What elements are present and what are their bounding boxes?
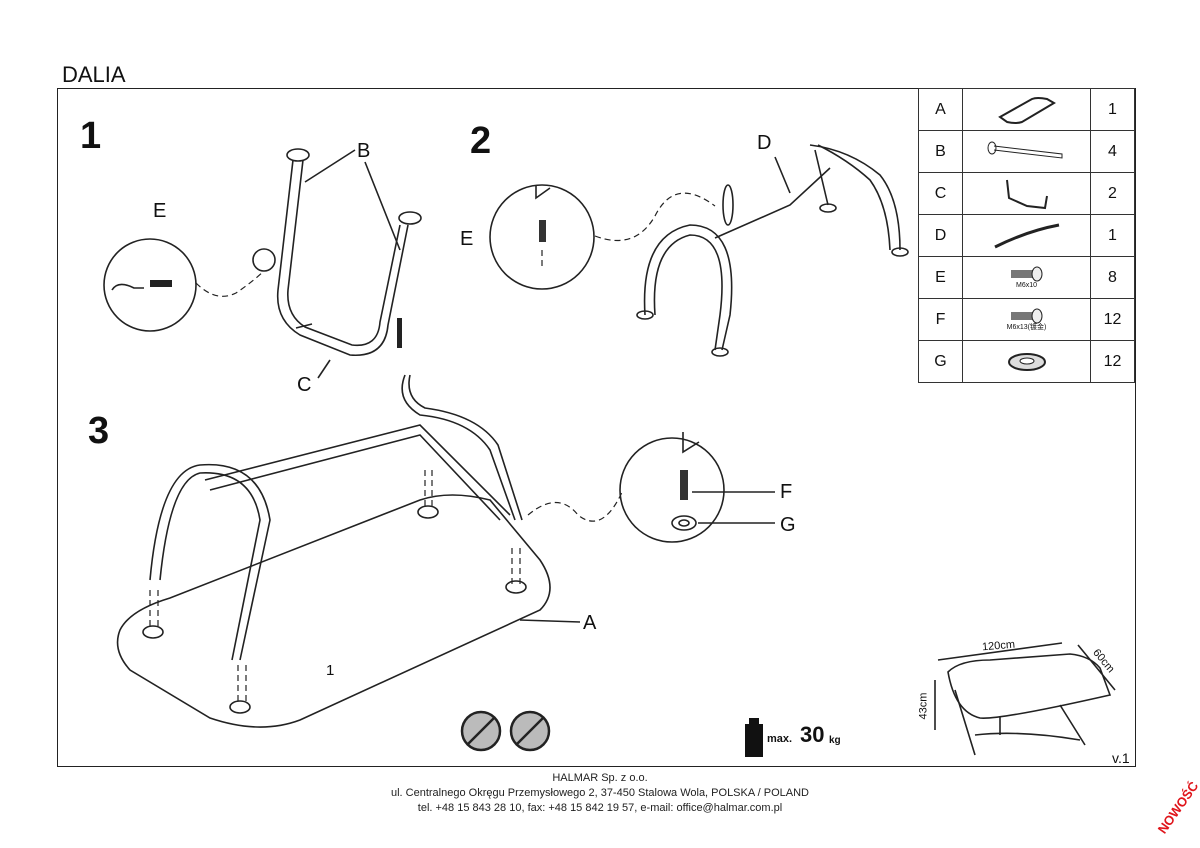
part-caption: M6x10: [1015, 281, 1037, 289]
step2-illustration: [489, 144, 909, 357]
part-quantity: 1: [1090, 88, 1135, 131]
part-quantity: 12: [1090, 298, 1135, 341]
crossbar-icon: [963, 221, 1090, 251]
part-quantity: 8: [1090, 256, 1135, 299]
leg-frame-icon: [963, 176, 1090, 212]
weight-icon: [745, 724, 763, 757]
parts-row-g: G 12: [918, 340, 1135, 383]
part-letter: F: [918, 298, 963, 341]
part-quantity: 4: [1090, 130, 1135, 173]
step-number-2: 2: [470, 120, 492, 162]
part-quantity: 12: [1090, 340, 1135, 383]
label-a: A: [583, 612, 597, 634]
part-letter: A: [918, 88, 963, 131]
part-quantity: 2: [1090, 172, 1135, 215]
footer-contact: tel. +48 15 843 28 10, fax: +48 15 842 1…: [417, 802, 783, 814]
part-letter: C: [918, 172, 963, 215]
warning-icons: [460, 710, 763, 757]
max-load-prefix: max.: [767, 733, 793, 745]
max-load-unit: kg: [829, 735, 841, 746]
part-image: M6x10: [962, 256, 1091, 299]
part-letter: E: [918, 256, 963, 299]
part-letter: D: [918, 214, 963, 257]
tabletop-icon: [963, 95, 1090, 125]
max-load-value: 30: [800, 722, 825, 747]
version-label: v.1: [1112, 750, 1130, 766]
label-b: B: [357, 140, 371, 162]
step-number-3: 3: [88, 410, 110, 452]
part-letter: B: [918, 130, 963, 173]
instruction-frame: [57, 88, 1136, 767]
leg-icon: [963, 140, 1090, 164]
screw-icon: [963, 308, 1090, 324]
part-image: [962, 172, 1091, 215]
parts-row-e: E M6x10 8: [918, 256, 1135, 299]
part-image: [962, 88, 1091, 131]
part-quantity: 1: [1090, 214, 1135, 257]
footer-company: HALMAR Sp. z o.o.: [552, 772, 648, 784]
parts-row-f: F M6x13(镀金) 12: [918, 298, 1135, 341]
label-g: G: [780, 514, 796, 536]
dimension-height: 43cm: [917, 692, 930, 720]
part-image: [962, 340, 1091, 383]
document-title: DALIA: [62, 62, 126, 87]
step-number-1: 1: [80, 115, 102, 157]
screw-icon: [963, 266, 1090, 282]
part-caption: M6x13(镀金): [1006, 323, 1047, 331]
label-d: D: [757, 132, 772, 154]
dimensions-illustration: [934, 642, 1116, 756]
washer-icon: [963, 350, 1090, 374]
part-image: [962, 130, 1091, 173]
label-e: E: [153, 200, 167, 222]
step1-illustration: [103, 148, 422, 379]
step3-illustration: [116, 374, 775, 728]
part-image: M6x13(镀金): [962, 298, 1091, 341]
label-c: C: [297, 374, 312, 396]
label-e-2: E: [460, 228, 474, 250]
detail-circle-e: [103, 238, 197, 332]
footer-address: ul. Centralnego Okręgu Przemysłowego 2, …: [390, 787, 809, 799]
tabletop-outline: [116, 494, 551, 728]
part-image: [962, 214, 1091, 257]
label-f: F: [780, 481, 793, 503]
part-letter: G: [918, 340, 963, 383]
tabletop-side-label: 1: [326, 662, 335, 679]
